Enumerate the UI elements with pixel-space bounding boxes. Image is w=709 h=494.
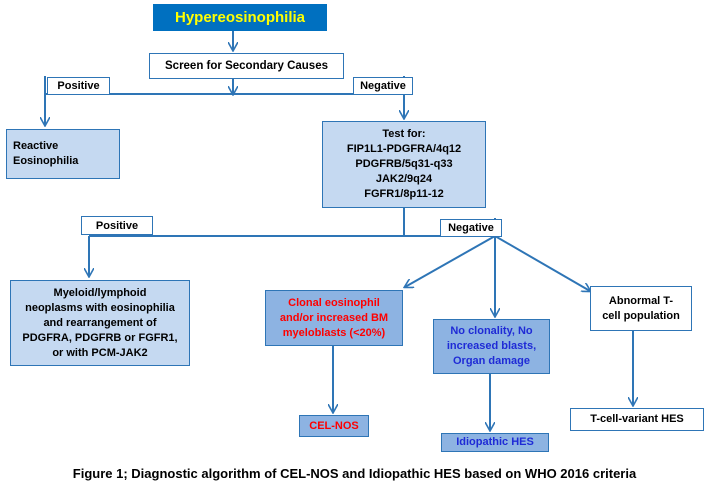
label-positive-2-text: Positive [95,219,139,232]
node-idiopathic-hes: Idiopathic HES [441,433,549,452]
arrow-to-abnormal-t [494,235,590,291]
node-clonal-label: Clonal eosinophil and/or increased BM my… [279,296,389,339]
node-myeloid: Myeloid/lymphoid neoplasms with eosinoph… [10,280,190,366]
label-positive-1-text: Positive [57,80,100,92]
node-abnormal-t-label: Abnormal T- cell population [602,294,680,322]
arrow-to-clonal [405,235,496,287]
node-cel-nos-label: CEL-NOS [309,419,359,432]
node-idiopathic-hes-label: Idiopathic HES [456,436,534,448]
node-t-cell-hes: T-cell-variant HES [570,408,704,431]
label-negative-2-text: Negative [448,222,494,234]
label-positive-1: Positive [47,77,110,95]
node-t-cell-hes-label: T-cell-variant HES [590,413,684,425]
figure-caption: Figure 1; Diagnostic algorithm of CEL-NO… [72,466,637,481]
node-clonal: Clonal eosinophil and/or increased BM my… [265,290,403,346]
label-negative-2: Negative [440,219,502,237]
node-screen-label: Screen for Secondary Causes [165,59,328,72]
node-reactive-label: Reactive Eosinophilia [13,140,79,167]
label-negative-1: Negative [353,77,413,95]
label-positive-2: Positive [81,216,153,235]
node-cel-nos: CEL-NOS [299,415,369,437]
label-negative-1-text: Negative [360,80,406,92]
node-myeloid-label: Myeloid/lymphoid neoplasms with eosinoph… [22,286,178,359]
node-abnormal-t: Abnormal T- cell population [590,286,692,331]
node-test-for-label: Test for: FIP1L1-PDGFRA/4q12 PDGFRB/5q31… [346,128,462,200]
node-screen: Screen for Secondary Causes [149,53,344,79]
node-hypereosinophilia: Hypereosinophilia [153,4,327,31]
node-no-clonality-label: No clonality, No increased blasts, Organ… [446,325,537,367]
node-no-clonality: No clonality, No increased blasts, Organ… [433,319,550,374]
node-reactive: Reactive Eosinophilia [6,129,120,179]
node-hypereosinophilia-label: Hypereosinophilia [174,9,306,26]
node-test-for: Test for: FIP1L1-PDGFRA/4q12 PDGFRB/5q31… [322,121,486,208]
